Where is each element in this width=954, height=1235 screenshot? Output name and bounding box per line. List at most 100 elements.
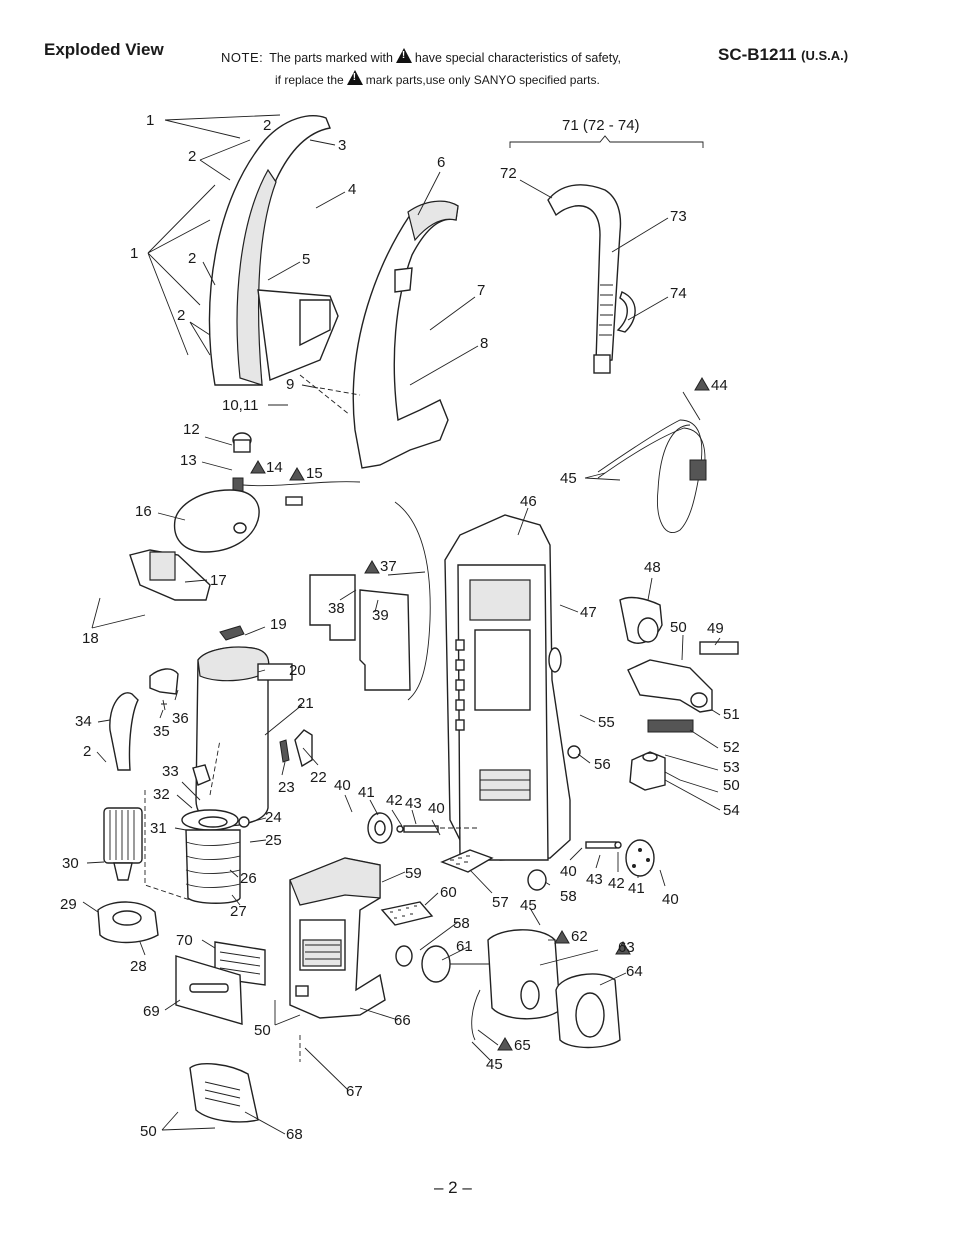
part-callout-c40b: 40 [428, 800, 445, 817]
part-callout-c62: 62 [571, 928, 588, 945]
part-callout-c41b: 41 [628, 880, 645, 897]
part-callout-c39: 39 [372, 607, 389, 624]
part-callout-c1b: 1 [130, 245, 138, 262]
part-callout-c24: 24 [265, 809, 282, 826]
part-callout-c30: 30 [62, 855, 79, 872]
part-callout-c2e: 2 [83, 743, 91, 760]
hose-group-label: 71 (72 - 74) [562, 117, 640, 134]
note-text-2a: if replace the [275, 73, 344, 87]
part-callout-c20: 20 [289, 662, 306, 679]
warning-triangle-icon [497, 1037, 513, 1051]
part-callout-c60: 60 [440, 884, 457, 901]
hose-assembly-part [547, 184, 636, 374]
part-callout-c4: 4 [348, 181, 356, 198]
part-callout-c3: 3 [338, 137, 346, 154]
part-callout-c15: 15 [306, 465, 323, 482]
part-callout-c46: 46 [520, 493, 537, 510]
part-callout-c56: 56 [594, 756, 611, 773]
wheels-axles-part [367, 812, 655, 891]
part-callout-c40a: 40 [334, 777, 351, 794]
part-callout-c2d: 2 [177, 307, 185, 324]
note-text-1a: The parts marked with [269, 51, 393, 65]
part-callout-c16: 16 [135, 503, 152, 520]
part-callout-c45c: 45 [486, 1056, 503, 1073]
warning-triangle-icon [554, 930, 570, 944]
part-callout-c22: 22 [310, 769, 327, 786]
part-callout-c41a: 41 [358, 784, 375, 801]
part-callout-c48: 48 [644, 559, 661, 576]
filter-cap-part [97, 901, 159, 944]
part-callout-c45a: 45 [560, 470, 577, 487]
part-callout-c42a: 42 [386, 792, 403, 809]
part-callout-c61: 61 [456, 938, 473, 955]
part-callout-c67: 67 [346, 1083, 363, 1100]
part-callout-c9: 9 [286, 376, 294, 393]
part-callout-c69: 69 [143, 1003, 160, 1020]
warning-triangle-icon [615, 941, 631, 955]
warning-triangle-icon [364, 560, 380, 574]
pre-motor-filter-part [380, 849, 494, 926]
part-callout-c53: 53 [723, 759, 740, 776]
part-callout-c27: 27 [230, 903, 247, 920]
motor-assembly-part [395, 929, 621, 1049]
page-number: – 2 – [434, 1178, 472, 1197]
part-callout-c58b: 58 [453, 915, 470, 932]
warning-triangle-icon [289, 467, 305, 481]
part-callout-c68: 68 [286, 1126, 303, 1143]
part-callout-c57: 57 [492, 894, 509, 911]
warning-triangle-icon [346, 70, 363, 85]
part-callout-c74: 74 [670, 285, 687, 302]
note-text-2b: mark parts,use only SANYO specified part… [365, 73, 600, 87]
part-callout-c52: 52 [723, 739, 740, 756]
part-callout-c25: 25 [265, 832, 282, 849]
part-callout-c36: 36 [172, 710, 189, 727]
part-callout-c14: 14 [266, 459, 283, 476]
part-callout-c63: 63 [618, 939, 635, 956]
warning-triangle-icon [694, 377, 710, 391]
model-number: SC-B1211 (U.S.A.) [718, 45, 848, 65]
page-title: Exploded View [44, 40, 164, 59]
model-name: SC-B1211 [718, 45, 797, 64]
power-cord-part [597, 419, 707, 533]
part-callout-c5: 5 [302, 251, 310, 268]
part-callout-c65: 65 [514, 1037, 531, 1054]
part-callout-c32: 32 [153, 786, 170, 803]
part-callout-c47: 47 [580, 604, 597, 621]
part-callout-c23: 23 [278, 779, 295, 796]
part-callout-c34: 34 [75, 713, 92, 730]
part-callout-c2c: 2 [188, 250, 196, 267]
part-callout-c17: 17 [210, 572, 227, 589]
part-callout-c18: 18 [82, 630, 99, 647]
gasket-and-cord-part [309, 501, 431, 701]
hose-group-bracket [509, 135, 704, 148]
part-callout-c49: 49 [707, 620, 724, 637]
part-callout-c28: 28 [130, 958, 147, 975]
part-callout-c31: 31 [150, 820, 167, 837]
warning-triangle-icon [250, 460, 266, 474]
part-callout-c37: 37 [380, 558, 397, 575]
part-callout-c1a: 1 [146, 112, 154, 129]
part-callout-c26: 26 [240, 870, 257, 887]
part-callout-c50d: 50 [140, 1123, 157, 1140]
part-callout-c42b: 42 [608, 875, 625, 892]
part-callout-c6: 6 [437, 154, 445, 171]
part-callout-c58a: 58 [560, 888, 577, 905]
part-callout-c33: 33 [162, 763, 179, 780]
part-callout-c59: 59 [405, 865, 422, 882]
part-callout-c2a: 2 [263, 117, 271, 134]
part-callout-c73: 73 [670, 208, 687, 225]
note-label: NOTE: [221, 50, 264, 65]
part-callout-c50a: 50 [670, 619, 687, 636]
part-callout-c1011: 10,11 [222, 397, 258, 414]
part-callout-c29: 29 [60, 896, 77, 913]
part-callout-c35: 35 [153, 723, 170, 740]
part-callout-c44: 44 [711, 377, 728, 394]
part-callout-c70: 70 [176, 932, 193, 949]
part-callout-c12: 12 [183, 421, 200, 438]
part-callout-c55: 55 [598, 714, 615, 731]
note-text-1b: have special characteristics of safety, [414, 51, 622, 65]
switch-and-bracket-part [129, 432, 361, 601]
part-callout-c38: 38 [328, 600, 345, 617]
cyclone-filter-part [103, 807, 250, 904]
